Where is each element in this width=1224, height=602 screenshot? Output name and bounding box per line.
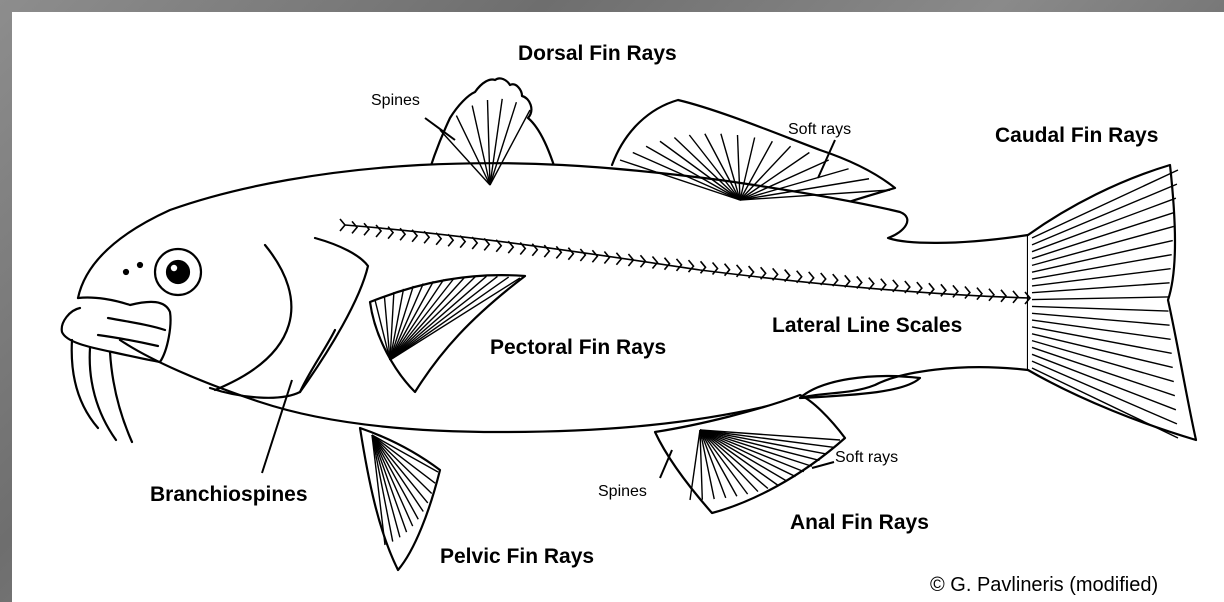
label-soft-rays-bottom: Soft rays: [835, 449, 898, 467]
label-anal-fin-rays: Anal Fin Rays: [790, 511, 929, 535]
label-spines-top: Spines: [371, 92, 420, 110]
label-dorsal-fin-rays: Dorsal Fin Rays: [518, 42, 677, 66]
label-branchiospines: Branchiospines: [150, 483, 308, 507]
label-pectoral-fin-rays: Pectoral Fin Rays: [490, 336, 666, 360]
label-pelvic-fin-rays: Pelvic Fin Rays: [440, 545, 594, 569]
label-spines-bottom: Spines: [598, 483, 647, 501]
caudal-fin: [1028, 165, 1196, 440]
copyright-credit: © G. Pavlineris (modified): [930, 574, 1158, 597]
label-caudal-fin-rays: Caudal Fin Rays: [995, 124, 1158, 148]
label-soft-rays-top: Soft rays: [788, 121, 851, 139]
label-lateral-line-scales: Lateral Line Scales: [772, 314, 962, 338]
